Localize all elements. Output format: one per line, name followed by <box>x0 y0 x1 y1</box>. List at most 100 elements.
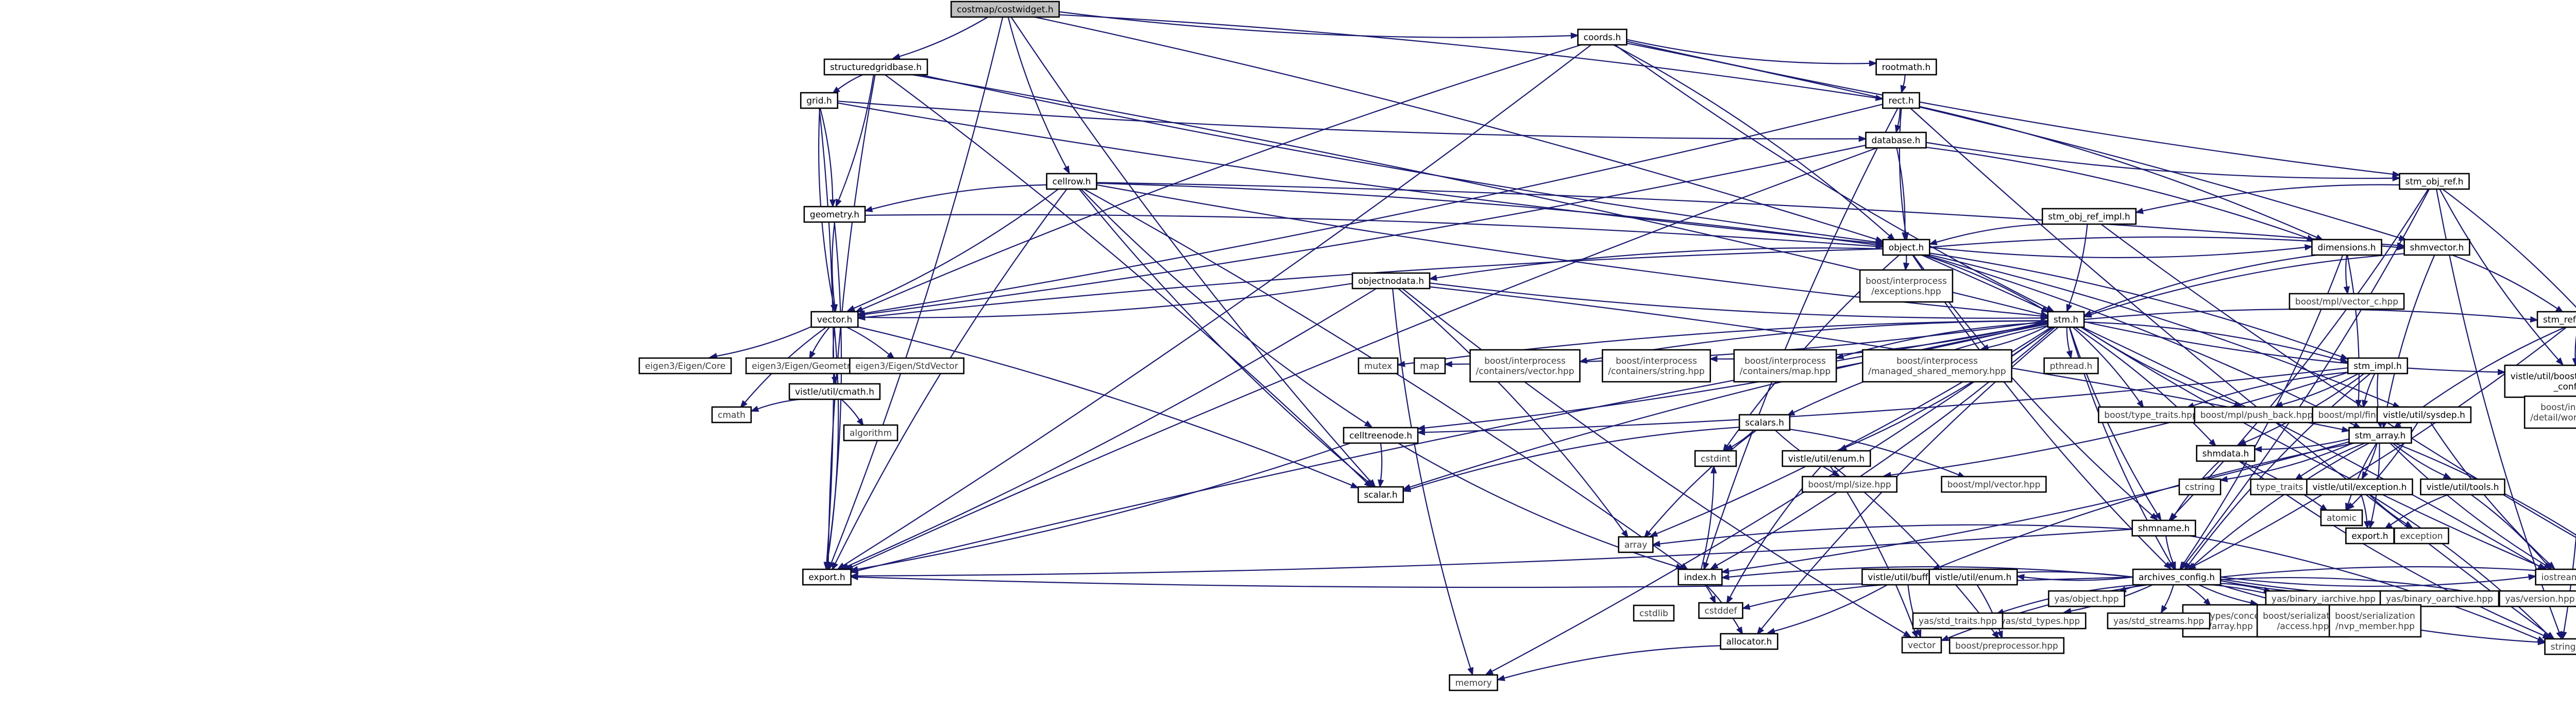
node-vistle-enum[interactable]: vistle/util/enum.h <box>1782 450 1871 467</box>
node-structuredgridbase[interactable]: structuredgridbase.h <box>823 58 928 76</box>
edge-vistle-exception-to-string <box>2369 494 2554 640</box>
node-box <box>1882 92 1920 109</box>
edge-objectnodata-to-stm-array <box>1429 286 2350 433</box>
node-archives-config[interactable]: archives_config.h <box>2132 568 2222 586</box>
node-celltreenode[interactable]: celltreenode.h <box>1343 427 1419 444</box>
node-box <box>810 311 859 328</box>
edge-vistle-tools-to-export-a <box>2384 494 2448 530</box>
edge-archives-config-to-vistle-enum2 <box>2016 573 2133 581</box>
node-label: stm_obj_ref.h <box>2405 177 2464 187</box>
node-stm-obj-ref-impl[interactable]: stm_obj_ref_impl.h <box>2041 208 2137 225</box>
node-rect[interactable]: rect.h <box>1882 92 1920 109</box>
edge-stm-obj-ref-to-stm-obj-ref-impl <box>2134 184 2400 214</box>
node-shmname[interactable]: shmname.h <box>2131 519 2196 537</box>
node-vistle-tools[interactable]: vistle/util/tools.h <box>2420 478 2505 496</box>
node-cmath: cmath <box>711 406 752 424</box>
node-coords[interactable]: coords.h <box>1577 28 1628 46</box>
node-objectnodata[interactable]: objectnodata.h <box>1351 272 1431 290</box>
node-stm-reference[interactable]: stm_reference.h <box>2536 311 2576 328</box>
node-label: dimensions.h <box>2317 243 2376 253</box>
node-index[interactable]: index.h <box>1677 568 1723 586</box>
node-label: eigen3/Eigen/Core <box>645 361 725 371</box>
node-label: boost/mpl/push_back.hpp <box>2200 410 2313 420</box>
node-scalar[interactable]: scalar.h <box>1358 486 1404 503</box>
node-shmvector[interactable]: shmvector.h <box>2403 239 2470 256</box>
node-export-a[interactable]: export.h <box>2345 527 2395 545</box>
node-box <box>2535 568 2576 586</box>
node-vector[interactable]: vector.h <box>810 311 859 328</box>
node-label: shmname.h <box>2138 523 2190 534</box>
edge-objectnodata-to-vector-std <box>1402 288 1912 638</box>
node-eigen-core: eigen3/Eigen/Core <box>638 357 732 375</box>
node-label: yas/object.hpp <box>2054 594 2119 604</box>
node-box <box>1882 239 1930 256</box>
node-object[interactable]: object.h <box>1882 239 1930 256</box>
node-scalars[interactable]: scalars.h <box>1738 414 1791 431</box>
node-box <box>788 383 881 400</box>
node-label: geometry.h <box>810 210 859 220</box>
node-cstdint: cstdint <box>1694 450 1737 467</box>
node-costmap[interactable]: costmap/costwidget.h <box>950 1 1060 18</box>
node-bi-cont-map: boost/interprocess/containers/map.hpp <box>1733 349 1837 383</box>
node-boost-ser-nvp: boost/serialization/nvp_member.hpp <box>2328 604 2422 638</box>
node-stm-obj-ref[interactable]: stm_obj_ref.h <box>2399 173 2470 190</box>
node-yas-version: yas/version.hpp <box>2499 590 2576 607</box>
node-label: stm.h <box>2054 315 2078 325</box>
node-shmdata[interactable]: shmdata.h <box>2196 445 2256 462</box>
node-allocator[interactable]: allocator.h <box>1720 633 1778 650</box>
node-box <box>1413 357 1446 375</box>
node-label: mutex <box>1364 361 1392 371</box>
node-label: boost/type_traits.hpp <box>2104 410 2197 420</box>
node-mpl-size: boost/mpl/size.hpp <box>1802 476 1897 493</box>
edge-objectnodata-to-array <box>1398 288 1629 538</box>
edge-stm-array-to-vistle-buffer <box>1931 442 2355 570</box>
node-dimensions[interactable]: dimensions.h <box>2311 239 2382 256</box>
node-bi-cont-vector: boost/interprocess/containers/vector.hpp <box>1469 349 1581 383</box>
node-cstdlib: cstdlib <box>1633 604 1675 622</box>
node-database[interactable]: database.h <box>1865 131 1927 149</box>
node-vistle-sysdep[interactable]: vistle/util/sysdep.h <box>2376 406 2472 424</box>
node-label: export.h <box>2351 531 2388 541</box>
node-box <box>2047 311 2085 328</box>
node-box <box>1912 612 2004 630</box>
node-box <box>2320 509 2363 527</box>
edge-stm-impl-to-mpl-find <box>2362 373 2376 409</box>
edge-object-to-stm-impl <box>1929 252 2349 360</box>
edge-vector-to-scalar <box>858 326 1360 488</box>
edge-stm-to-memory <box>1485 327 2054 675</box>
edge-stm-array-to-vistle-tools <box>2392 443 2452 479</box>
node-stm-array[interactable]: stm_array.h <box>2348 427 2412 444</box>
edge-grid-to-geometry <box>819 108 836 208</box>
node-vistle-cmath[interactable]: vistle/util/cmath.h <box>788 383 881 400</box>
node-atomic: atomic <box>2320 509 2363 527</box>
edge-dimensions-to-stm <box>2083 254 2317 316</box>
node-rootmath[interactable]: rootmath.h <box>1875 58 1937 76</box>
node-box <box>2311 239 2382 256</box>
edge-dimensions-to-mpl-find <box>2347 255 2362 409</box>
edge-object-to-dimensions <box>1929 244 2313 259</box>
node-vistle-enum2[interactable]: vistle/util/enum.h <box>1928 568 2018 586</box>
edge-costmap-to-coords <box>1059 11 1579 39</box>
node-vistle-exception[interactable]: vistle/util/exception.h <box>2306 478 2413 496</box>
node-stm[interactable]: stm.h <box>2047 311 2085 328</box>
node-box <box>2544 638 2576 655</box>
node-exception: exception <box>2394 527 2449 545</box>
node-box <box>1941 476 2047 493</box>
node-label: iostream <box>2541 572 2576 583</box>
node-label: scalar.h <box>1364 490 1397 500</box>
node-label: vector <box>1908 640 1936 651</box>
edge-vector-to-eigen-core <box>708 326 812 360</box>
node-box <box>1733 349 1837 383</box>
node-vistle-boost-ic[interactable]: vistle/util/boost_interprocess_config.h <box>2504 364 2576 398</box>
node-stm-impl[interactable]: stm_impl.h <box>2347 357 2409 375</box>
node-box <box>1862 349 2012 383</box>
node-label: shmdata.h <box>2202 449 2249 459</box>
node-cellrow[interactable]: cellrow.h <box>1046 173 1097 190</box>
node-grid[interactable]: grid.h <box>800 92 839 109</box>
node-export-main[interactable]: export.h <box>802 568 852 586</box>
node-label: cstring <box>2185 482 2215 493</box>
edge-index-to-cstddef <box>1704 584 1716 604</box>
node-box <box>711 406 752 424</box>
node-geometry[interactable]: geometry.h <box>803 206 866 223</box>
edge-vistle-buffer-to-allocator <box>1766 584 1888 634</box>
